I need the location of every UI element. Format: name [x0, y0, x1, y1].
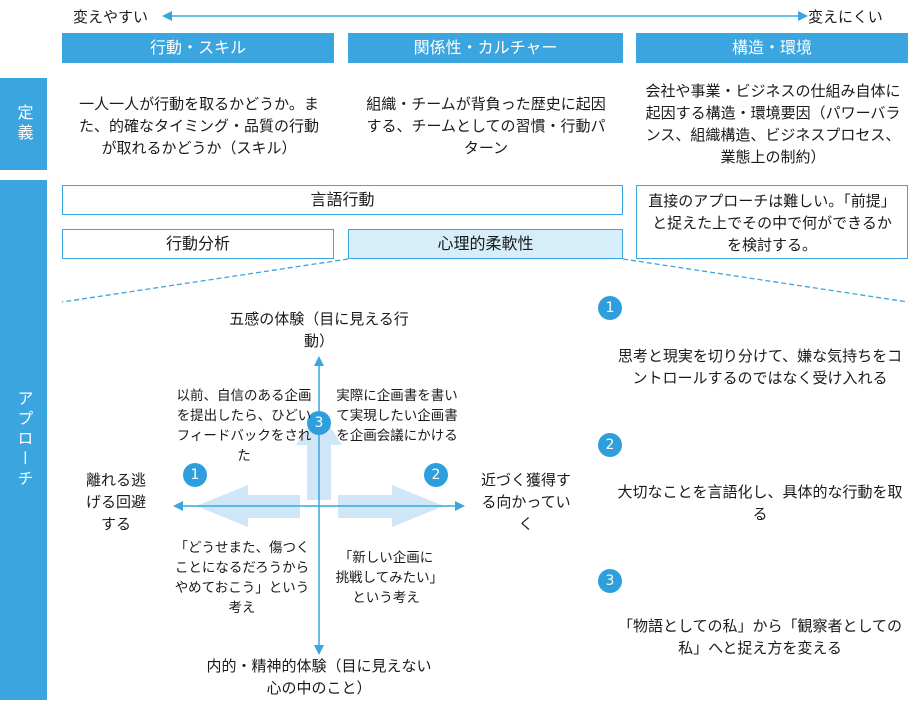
step-text-1: 思考と現実を切り分けて、嫌な気持ちをコントロールするのではなく受け入れる: [617, 347, 903, 387]
quadrant-bottom-left-text: 「どうせまた、傷つくことになるだろうからやめておこう」という考え: [174, 540, 310, 616]
behavior-analysis-box: 行動分析: [62, 229, 334, 259]
step-text-2: 大切なことを言語化し、具体的な行動を取る: [617, 483, 903, 523]
side-label-approach: アプローチ: [0, 180, 47, 700]
quadrant-top-left-text: 以前、自信のある企画を提出したら、ひどいフィードバックをされた: [176, 388, 312, 464]
step-badge-1: 1: [598, 296, 622, 320]
quadrant-bottom-right-text: 「新しい企画に挑戦してみたい」という考え: [335, 550, 437, 606]
scale-left-label: 変えやすい: [73, 8, 149, 26]
definition-skill: 一人一人が行動を取るかどうか。また、的確なタイミング・品質の行動が取れるかどうか…: [78, 95, 319, 157]
column-header-skill: 行動・スキル: [62, 33, 334, 63]
verbal-behavior-box: 言語行動: [62, 185, 623, 215]
scale-right-label: 変えにくい: [808, 8, 883, 26]
step-text-3: 「物語としての私」から「観察者としての私」へと捉え方を変える: [617, 617, 903, 657]
step-badge-2: 2: [598, 433, 622, 457]
diagram-badge-2: 2: [424, 463, 448, 487]
quadrant-top-right-text: 実際に企画書を書いて実現したい企画書を企画会議にかける: [336, 388, 458, 444]
axis-bottom-label: 内的・精神的体験（目に見えない心の中のこと）: [206, 657, 432, 697]
side-label-definition: 定義: [0, 78, 47, 170]
definition-structure: 会社や事業・ビジネスの仕組み自体に起因する構造・環境要因（パワーバランス、組織構…: [645, 82, 901, 166]
structure-note-box: 直接のアプローチは難しい。「前提」と捉えた上でその中で何ができるかを検討する。: [636, 185, 908, 259]
diagram-badge-1: 1: [183, 463, 207, 487]
axis-left-label: 離れる逃げる回避する: [85, 471, 146, 533]
psychological-flexibility-box: 心理的柔軟性: [348, 229, 623, 259]
step-badge-3: 3: [598, 569, 622, 593]
diagram-badge-3: 3: [307, 411, 331, 435]
column-header-culture: 関係性・カルチャー: [348, 33, 623, 63]
definition-culture: 組織・チームが背負った歴史に起因する、チームとしての習慣・行動パターン: [366, 95, 606, 157]
column-header-structure: 構造・環境: [636, 33, 908, 63]
axis-right-label: 近づく獲得する向かっていく: [480, 471, 571, 533]
scale-double-arrow: [162, 11, 808, 21]
axis-top-label: 五感の体験（目に見える行動）: [229, 310, 409, 350]
